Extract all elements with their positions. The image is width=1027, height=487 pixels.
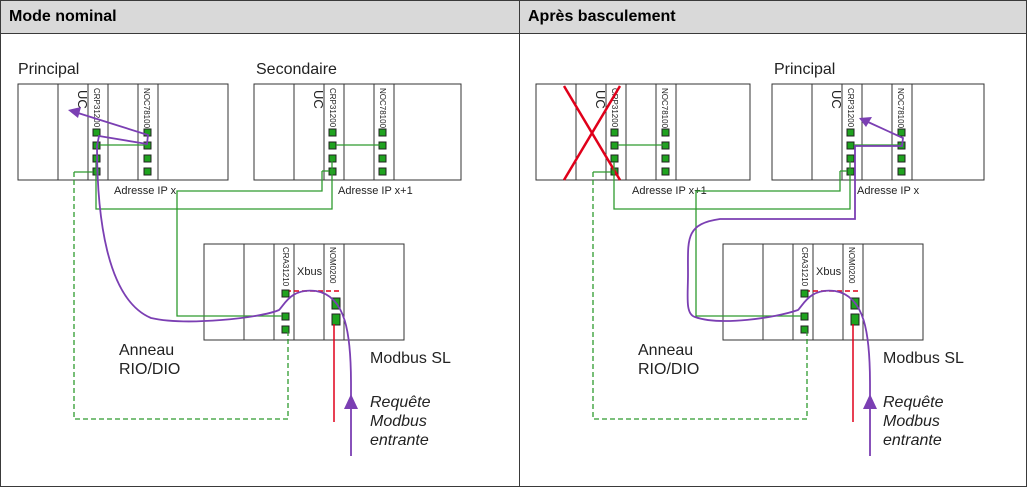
principal-rack — [17, 83, 229, 181]
ethernet-port — [661, 167, 670, 176]
noc-module-label: NOC78100 — [660, 88, 669, 129]
request-arrowhead-up — [863, 394, 877, 409]
crp-module-label: CRP31200 — [92, 88, 101, 128]
ip-address-principal: Adresse IP x — [114, 185, 177, 197]
panel-after-switchover: Après basculement UC CRP31200 NOC78100 — [519, 0, 1027, 487]
noc-module-label: NOC78100 — [142, 88, 151, 129]
ring-label-line1: Anneau — [638, 342, 693, 359]
ring-link — [695, 171, 841, 317]
request-label-line1: Requête — [370, 394, 431, 411]
ip-address-failed: Adresse IP x+1 — [632, 185, 707, 197]
ethernet-port — [800, 289, 809, 298]
crp-module-label: CRP31200 — [328, 88, 337, 128]
ethernet-port — [661, 128, 670, 137]
request-label-line2: Modbus — [370, 413, 427, 430]
crp-module-label: CRP31200 — [846, 88, 855, 128]
failure-cross-icon — [562, 85, 622, 181]
modbus-sl-label: Modbus SL — [883, 350, 964, 367]
ethernet-port — [610, 128, 619, 137]
xbus-label: Xbus — [297, 266, 323, 278]
request-label-line3: entrante — [370, 432, 429, 449]
panel-nominal-mode: Mode nominal Principal UC CRP31200 NOC78… — [0, 0, 520, 487]
ring-label-line2: RIO/DIO — [638, 361, 699, 378]
noc-module-label: NOC78100 — [378, 88, 387, 129]
request-path — [686, 121, 904, 456]
uc-label: UC — [311, 90, 326, 109]
ethernet-port — [897, 167, 906, 176]
header-nominal-mode: Mode nominal — [1, 1, 519, 34]
cra-module-label: CRA31210 — [281, 247, 290, 287]
ethernet-port — [800, 325, 809, 334]
ring-label-line2: RIO/DIO — [119, 361, 180, 378]
serial-port — [331, 313, 341, 326]
ethernet-port — [610, 154, 619, 163]
ethernet-port — [846, 141, 855, 150]
ip-address-principal: Adresse IP x — [857, 185, 920, 197]
ethernet-port — [92, 128, 101, 137]
request-label-line1: Requête — [883, 394, 944, 411]
ring-label-line1: Anneau — [119, 342, 174, 359]
hsby-link — [95, 158, 333, 210]
ethernet-port — [897, 128, 906, 137]
request-arrowhead-up — [344, 394, 358, 409]
diagram-after-switchover: UC CRP31200 NOC78100 Adresse I — [535, 61, 985, 456]
uc-label: UC — [829, 90, 844, 109]
hsby-link — [613, 158, 851, 210]
ethernet-port — [661, 154, 670, 163]
ethernet-port — [897, 154, 906, 163]
request-label-line3: entrante — [883, 432, 942, 449]
request-arrowhead-uc — [68, 107, 81, 118]
ethernet-port — [328, 128, 337, 137]
request-arrowhead-uc — [859, 117, 872, 127]
ethernet-port — [281, 325, 290, 334]
modbus-sl-label: Modbus SL — [370, 350, 451, 367]
failure-cross-stroke — [562, 85, 622, 181]
ethernet-port — [328, 141, 337, 150]
ethernet-port — [143, 167, 152, 176]
ethernet-port — [378, 167, 387, 176]
request-label-line2: Modbus — [883, 413, 940, 430]
ring-link-dashed — [73, 172, 289, 420]
ethernet-port — [800, 312, 809, 321]
xbus-label: Xbus — [816, 266, 842, 278]
request-path — [77, 112, 352, 456]
ethernet-port — [281, 289, 290, 298]
noc-module-label: NOC78100 — [896, 88, 905, 129]
ethernet-port — [846, 128, 855, 137]
serial-port — [850, 313, 860, 326]
nom-module-label: NOM0200 — [328, 247, 337, 284]
ethernet-port — [378, 128, 387, 137]
ethernet-port — [610, 141, 619, 150]
ring-link — [176, 171, 323, 317]
uc-label: UC — [75, 90, 90, 109]
secondaire-rack — [253, 83, 462, 181]
nom-module-label: NOM0200 — [847, 247, 856, 284]
principal-label: Principal — [774, 61, 835, 78]
header-after-switchover: Après basculement — [520, 1, 1026, 34]
cra-module-label: CRA31210 — [800, 247, 809, 287]
ethernet-port — [378, 154, 387, 163]
principal-rack — [771, 83, 985, 181]
secondaire-label: Secondaire — [256, 61, 337, 78]
ring-link-dashed — [592, 172, 808, 420]
ethernet-port — [281, 312, 290, 321]
crp-module-label: CRP31200 — [610, 88, 619, 128]
ip-address-secondaire: Adresse IP x+1 — [338, 185, 413, 197]
failed-rack — [535, 83, 751, 181]
ethernet-port — [143, 154, 152, 163]
uc-label: UC — [593, 90, 608, 109]
principal-label: Principal — [18, 61, 79, 78]
diagram-nominal-mode: Principal UC CRP31200 NOC78100 — [17, 61, 462, 456]
